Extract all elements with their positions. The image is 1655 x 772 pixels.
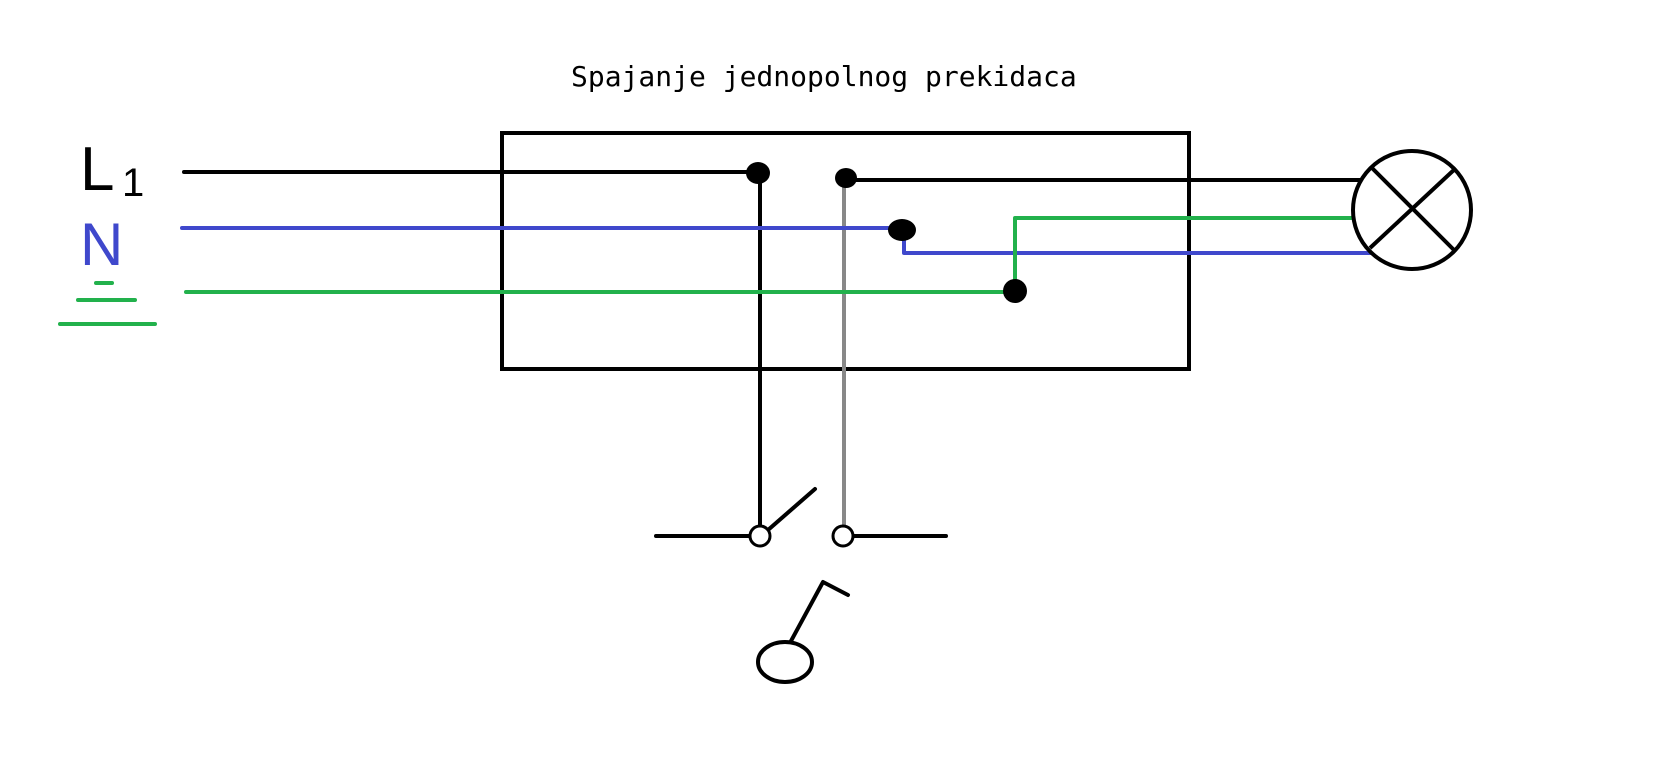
single-pole-switch-icon bbox=[654, 487, 948, 548]
neutral-label: N bbox=[80, 211, 123, 278]
neutral-junction-dot bbox=[888, 219, 916, 241]
ground-junction-dot bbox=[1003, 279, 1027, 303]
diagram-title: Spajanje jednopolnog prekidaca bbox=[571, 60, 1077, 93]
lamp-icon bbox=[1351, 149, 1473, 271]
line-junction-dot bbox=[746, 162, 770, 184]
line-subscript-label: 1 bbox=[122, 161, 144, 205]
source-labels: L 1 N bbox=[58, 135, 157, 326]
switch-actuator-icon bbox=[756, 580, 850, 684]
switched-line-junction-dot bbox=[835, 168, 857, 188]
switch-contact-left bbox=[748, 524, 772, 548]
switch-contact-right bbox=[831, 524, 855, 548]
ground-symbol-icon bbox=[58, 281, 157, 326]
switch-blade bbox=[766, 487, 817, 532]
line-label: L bbox=[80, 135, 114, 204]
ground-wire-to-lamp bbox=[1013, 216, 1356, 292]
neutral-wire-to-lamp bbox=[902, 230, 1374, 255]
